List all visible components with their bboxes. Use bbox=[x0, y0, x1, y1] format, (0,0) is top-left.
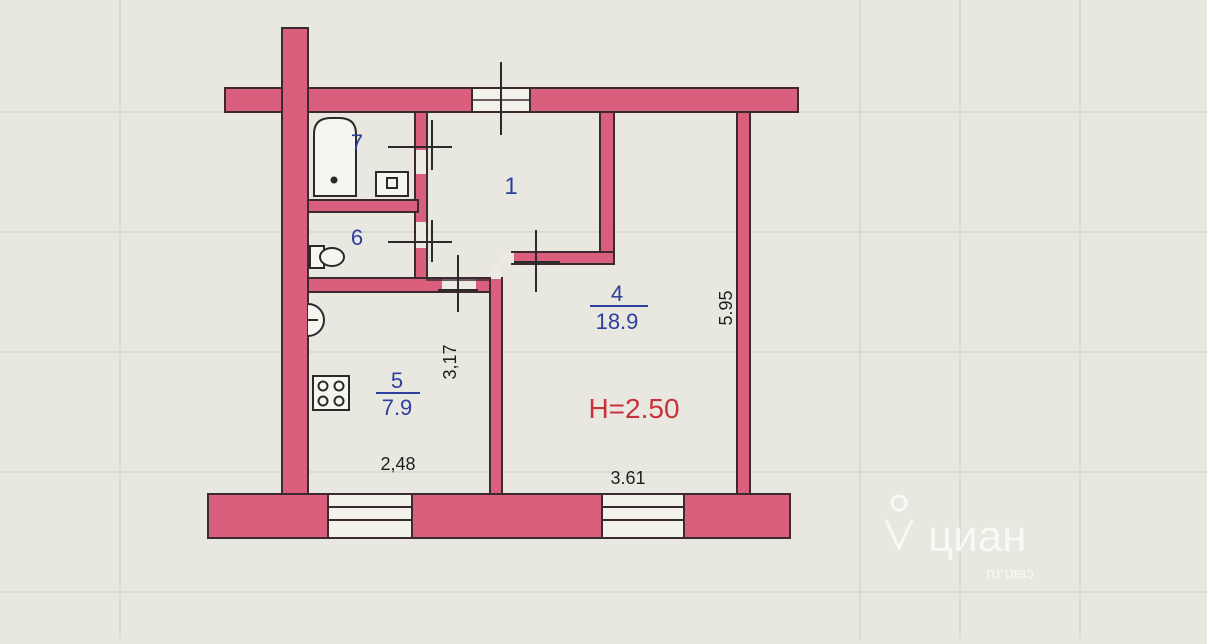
bottom-window-kitchen bbox=[327, 493, 413, 539]
bottom-window-living bbox=[601, 493, 685, 539]
door-openings bbox=[416, 150, 514, 291]
room-5-number: 5 bbox=[391, 368, 403, 393]
room-4-number: 4 bbox=[611, 281, 623, 306]
room-outlines bbox=[426, 112, 615, 281]
room-labels: 7 1 6 4 18.9 5 7.9 bbox=[351, 130, 648, 420]
room-5-area: 7.9 bbox=[382, 395, 413, 420]
kitchen-width-dimension: 2,48 bbox=[380, 454, 415, 474]
water-heater-icon bbox=[307, 303, 325, 337]
room-7-number: 7 bbox=[351, 130, 363, 155]
room-6-number: 6 bbox=[351, 225, 363, 250]
living-width-dimension: 3.61 bbox=[610, 468, 645, 488]
kitchen-depth-dimension: 3,17 bbox=[440, 344, 460, 379]
stove-icon bbox=[312, 375, 350, 411]
ceiling-height-label: H=2.50 bbox=[588, 393, 679, 424]
toilet-icon bbox=[309, 245, 345, 269]
room-1-number: 1 bbox=[504, 173, 517, 200]
watermark: циан cian.ru bbox=[884, 494, 1034, 583]
dimension-labels: 2,48 3,17 3.61 5.95 bbox=[380, 290, 736, 488]
room-4-area: 18.9 bbox=[596, 309, 639, 334]
location-pin-icon bbox=[884, 494, 914, 552]
door-marks bbox=[388, 62, 560, 312]
watermark-brand: циан bbox=[928, 512, 1027, 561]
living-depth-dimension: 5.95 bbox=[716, 290, 736, 325]
sink-icon bbox=[375, 171, 409, 197]
bathtub-icon bbox=[313, 117, 357, 197]
watermark-subtitle: cian.ru bbox=[986, 566, 1034, 583]
